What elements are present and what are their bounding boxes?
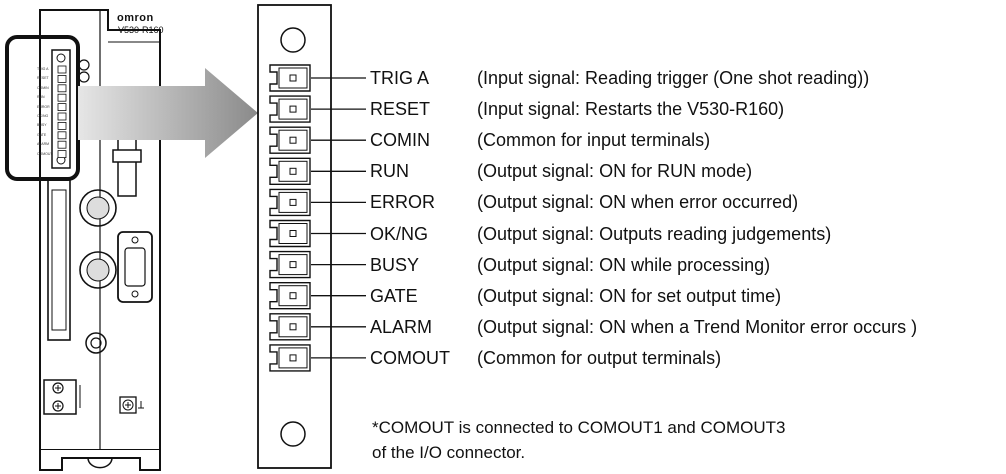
brand-logo-text: omron: [117, 12, 154, 24]
signal-description: (Output signal: ON for set output time): [477, 285, 782, 306]
signal-name: BUSY: [370, 254, 420, 275]
signal-name: GATE: [370, 285, 418, 306]
terminal-slot: [269, 219, 366, 248]
mini-terminal-label: COMIN: [37, 85, 49, 90]
signal-name: RUN: [370, 161, 409, 182]
signal-description: (Output signal: ON while processing): [477, 254, 771, 275]
signal-description: (Output signal: ON when a Trend Monitor …: [477, 316, 918, 337]
signal-name: COMIN: [370, 130, 430, 151]
mini-terminal-slot: [57, 112, 67, 121]
mini-terminal-slot: [57, 93, 67, 102]
zoom-arrow: [78, 68, 258, 158]
signal-name: RESET: [370, 99, 431, 120]
signal-description: (Common for input terminals): [477, 130, 711, 151]
mini-terminal-slot: [57, 84, 67, 93]
signal-name: OK/NG: [370, 223, 429, 244]
mini-terminal-slot: [57, 150, 67, 159]
mini-terminal-slot: [57, 131, 67, 140]
signal-name: TRIG A: [370, 68, 430, 88]
mini-terminal-slot: [57, 75, 67, 83]
signal-description: (Input signal: Restarts the V530-R160): [477, 99, 785, 120]
terminal-slot: [269, 64, 366, 92]
terminal-slot: [269, 126, 366, 154]
mini-terminal-label: RUN: [37, 95, 45, 100]
mini-terminal-label: RESET: [37, 76, 49, 81]
mini-terminal-label: COMOUT: [37, 151, 53, 156]
signal-description: (Output signal: ON for RUN mode): [477, 161, 753, 182]
mini-terminal-label: BUSY: [37, 123, 47, 128]
footnote-line-2: of the I/O connector.: [372, 443, 526, 462]
mini-terminal-label: TRIG A: [37, 67, 49, 71]
signal-description: (Input signal: Reading trigger (One shot…: [477, 68, 870, 88]
terminal-slot: [269, 313, 366, 341]
mini-terminal-slots: [57, 65, 67, 159]
terminal-slot: [269, 250, 366, 279]
terminal-slot: [269, 157, 366, 185]
signal-name: COMOUT: [370, 347, 450, 368]
mini-terminal-label: OK/NG: [37, 114, 49, 118]
terminal-slot: [269, 344, 366, 372]
mini-terminal-label: ERROR: [37, 104, 50, 109]
mini-terminal-slot: [57, 122, 67, 130]
terminal-slot: [269, 188, 366, 217]
footnote-line-1: *COMOUT is connected to COMOUT1 and COMO…: [372, 418, 786, 437]
terminal-slot: [269, 95, 366, 123]
signal-name: ALARM: [370, 316, 433, 337]
mini-terminal-slot: [57, 65, 67, 74]
mini-terminal-block: [51, 49, 71, 169]
signal-description: (Common for output terminals): [477, 347, 722, 368]
terminal-slots: [269, 64, 366, 372]
mini-terminal-slot: [57, 140, 67, 149]
terminal-slot: [269, 282, 366, 310]
mini-terminal-slot: [57, 103, 67, 111]
signal-description: (Output signal: Outputs reading judgemen…: [477, 223, 832, 244]
mounting-hole-bottom: [280, 421, 306, 447]
model-label: V530-R160: [118, 25, 164, 35]
signal-name: ERROR: [370, 192, 436, 213]
mini-terminal-label: GATE: [37, 132, 47, 137]
signal-description: (Output signal: ON when error occurred): [477, 192, 799, 213]
mounting-hole-top: [280, 27, 306, 53]
terminal-block-enlarged: [257, 4, 366, 469]
mini-terminal-label: ALARM: [37, 142, 50, 147]
